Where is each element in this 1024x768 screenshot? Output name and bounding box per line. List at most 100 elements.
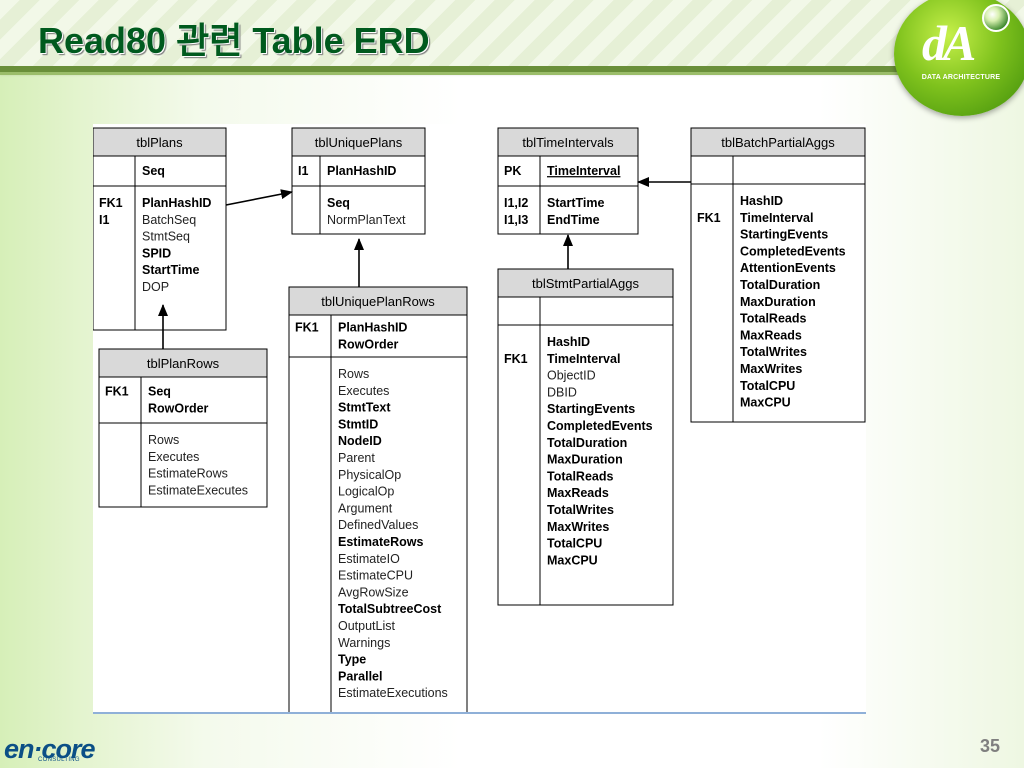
pk-field: TimeInterval bbox=[547, 164, 620, 178]
table-name: tblPlanRows bbox=[147, 356, 220, 371]
pk-field: Seq bbox=[148, 385, 171, 399]
pk-field: RowOrder bbox=[338, 338, 399, 352]
pk-field: PlanHashID bbox=[338, 321, 407, 335]
field-physical-op: PhysicalOp bbox=[338, 468, 401, 482]
table-name: tblPlans bbox=[136, 135, 183, 150]
field-estimate-executions: EstimateExecutions bbox=[338, 686, 448, 700]
table-body bbox=[690, 155, 866, 423]
field-key-label: I1 bbox=[99, 213, 109, 227]
table-header bbox=[291, 127, 426, 157]
field-estimate-executes: EstimateExecutes bbox=[148, 483, 248, 497]
field-parallel: Parallel bbox=[338, 669, 382, 683]
pk-key-label: FK1 bbox=[295, 321, 319, 335]
field-max-writes: MaxWrites bbox=[740, 362, 802, 376]
field-total-reads: TotalReads bbox=[740, 312, 806, 326]
relationship-tbl-plans-to-tbl-unique-plans bbox=[225, 189, 293, 206]
field-object-id: ObjectID bbox=[547, 369, 596, 383]
data-architecture-logo: dA DATA ARCHITECTURE bbox=[894, 0, 1024, 116]
field-key-label: FK1 bbox=[504, 352, 528, 366]
field-end-time: EndTime bbox=[547, 213, 600, 227]
field-total-writes: TotalWrites bbox=[547, 503, 614, 517]
field-max-cpu: MaxCPU bbox=[547, 553, 598, 567]
field-attention-events: AttentionEvents bbox=[740, 261, 836, 275]
field-total-reads: TotalReads bbox=[547, 469, 613, 483]
field-norm-plan-text: NormPlanText bbox=[327, 213, 406, 227]
field-max-duration: MaxDuration bbox=[740, 295, 816, 309]
logo-text: DATA ARCHITECTURE bbox=[921, 74, 1001, 81]
table-body bbox=[98, 376, 268, 508]
field-argument: Argument bbox=[338, 501, 393, 515]
pk-key-label: FK1 bbox=[105, 385, 129, 399]
field-dbid: DBID bbox=[547, 385, 577, 399]
field-starting-events: StartingEvents bbox=[740, 228, 828, 242]
table-body bbox=[497, 155, 639, 235]
field-rows: Rows bbox=[338, 367, 369, 381]
field-warnings: Warnings bbox=[338, 636, 390, 650]
table-name: tblBatchPartialAggs bbox=[721, 135, 835, 150]
table-header bbox=[690, 127, 866, 157]
table-name: tblUniquePlanRows bbox=[321, 294, 435, 309]
field-batch-seq: BatchSeq bbox=[142, 213, 196, 227]
table-header bbox=[288, 286, 468, 316]
field-total-writes: TotalWrites bbox=[740, 345, 807, 359]
field-estimate-rows: EstimateRows bbox=[338, 535, 423, 549]
pk-field: Seq bbox=[142, 164, 165, 178]
field-key-label: FK1 bbox=[697, 211, 721, 225]
field-logical-op: LogicalOp bbox=[338, 485, 394, 499]
table-header bbox=[497, 268, 674, 298]
field-key-label: FK1 bbox=[99, 196, 123, 210]
field-max-cpu: MaxCPU bbox=[740, 396, 791, 410]
page-number: 35 bbox=[980, 736, 1001, 756]
encore-logo: en·core bbox=[4, 734, 96, 764]
field-hash-id: HashID bbox=[740, 194, 783, 208]
table-name: tblStmtPartialAggs bbox=[532, 276, 639, 291]
table-body bbox=[288, 314, 468, 712]
field-estimate-io: EstimateIO bbox=[338, 552, 400, 566]
field-total-subtree-cost: TotalSubtreeCost bbox=[338, 602, 442, 616]
field-type: Type bbox=[338, 653, 366, 667]
field-executes: Executes bbox=[148, 450, 199, 464]
table-name: tblTimeIntervals bbox=[522, 135, 614, 150]
field-rows: Rows bbox=[148, 433, 179, 447]
header-band: Read80 관련 Table ERD bbox=[0, 0, 1024, 75]
field-avg-row-size: AvgRowSize bbox=[338, 585, 409, 599]
pk-field: RowOrder bbox=[148, 402, 209, 416]
field-seq: Seq bbox=[327, 196, 350, 210]
field-stmt-id: StmtID bbox=[338, 417, 378, 431]
field-start-time: StartTime bbox=[142, 263, 199, 277]
table-body bbox=[497, 296, 674, 606]
slide-title: Read80 관련 Table ERD bbox=[38, 20, 430, 61]
globe-icon bbox=[982, 4, 1010, 32]
field-time-interval: TimeInterval bbox=[740, 211, 813, 225]
field-total-duration: TotalDuration bbox=[547, 436, 627, 450]
field-time-interval: TimeInterval bbox=[547, 352, 620, 366]
field-max-duration: MaxDuration bbox=[547, 453, 623, 467]
field-estimate-cpu: EstimateCPU bbox=[338, 569, 413, 583]
field-executes: Executes bbox=[338, 384, 389, 398]
field-node-id: NodeID bbox=[338, 434, 382, 448]
field-parent: Parent bbox=[338, 451, 375, 465]
field-output-list: OutputList bbox=[338, 619, 396, 633]
field-defined-values: DefinedValues bbox=[338, 518, 418, 532]
field-plan-hash-id: PlanHashID bbox=[142, 196, 211, 210]
table-header bbox=[93, 127, 227, 157]
field-total-duration: TotalDuration bbox=[740, 278, 820, 292]
field-spid: SPID bbox=[142, 246, 171, 260]
field-completed-events: CompletedEvents bbox=[547, 419, 653, 433]
field-max-writes: MaxWrites bbox=[547, 520, 609, 534]
table-body bbox=[93, 155, 227, 331]
field-total-cpu: TotalCPU bbox=[547, 537, 602, 551]
field-estimate-rows: EstimateRows bbox=[148, 467, 228, 481]
field-start-time: StartTime bbox=[547, 196, 604, 210]
field-max-reads: MaxReads bbox=[740, 328, 802, 342]
table-name: tblUniquePlans bbox=[315, 135, 403, 150]
